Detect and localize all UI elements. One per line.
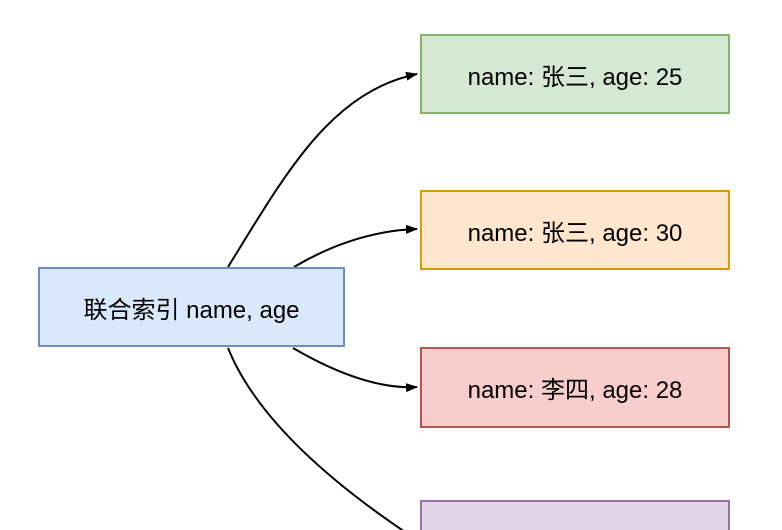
record-node-3-label: name: 李四, age: 28 [467,377,683,404]
index-node: 联合索引 name, age [38,267,345,347]
arrow-index-to-record-4 [227,347,404,530]
arrow-index-to-record-3 [292,347,418,393]
record-node-1-label: name: 张三, age: 25 [467,63,683,91]
arrow-index-to-record-1 [227,71,418,268]
arrow-index-to-record-2 [293,224,418,268]
record-node-2-label: name: 张三, age: 30 [467,219,683,247]
record-node-2: name: 张三, age: 30 [420,190,730,270]
record-node-3: name: 李四, age: 28 [420,347,730,428]
record-node-4 [420,500,730,530]
record-node-1: name: 张三, age: 25 [420,34,730,114]
index-node-label: 联合索引 name, age [83,296,300,324]
